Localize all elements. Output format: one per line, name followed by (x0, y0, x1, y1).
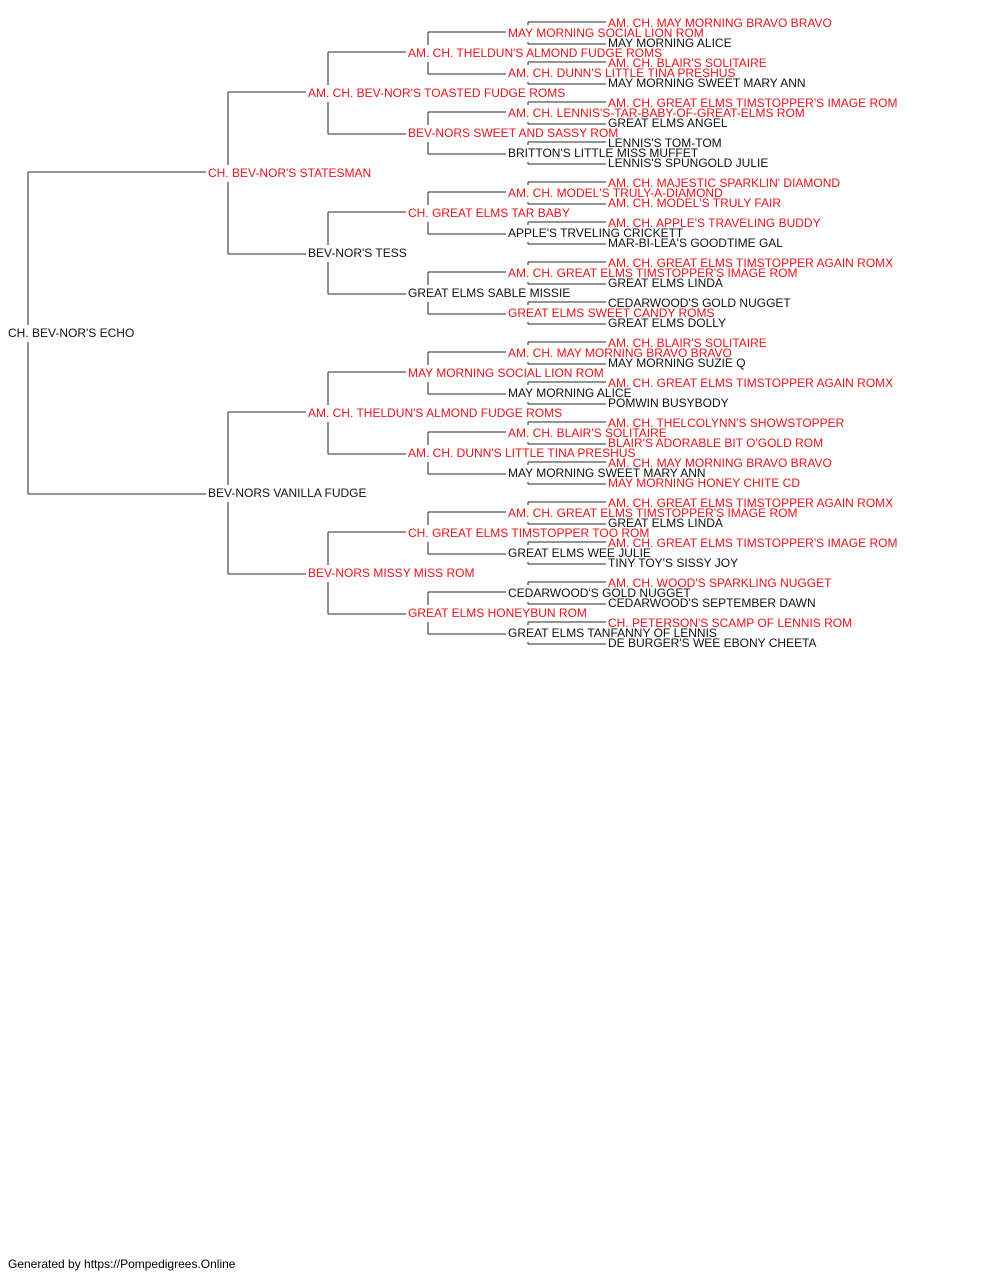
ancestor-name: BEV-NORS VANILLA FUDGE (208, 486, 367, 500)
ancestor-name: AM. CH. THELDUN'S ALMOND FUDGE ROMS (408, 46, 662, 60)
ancestor-name: AM. CH. MODEL'S TRULY-A-DIAMOND (508, 186, 723, 200)
ancestor-name: AM. CH. DUNN'S LITTLE TINA PRESHUS (408, 446, 635, 460)
ancestor-name: AM. CH. BLAIR'S SOLITAIRE (608, 56, 767, 70)
ancestor-name: AM. CH. GREAT ELMS TIMSTOPPER'S IMAGE RO… (508, 506, 797, 520)
ancestor-name: TINY TOY'S SISSY JOY (608, 556, 738, 570)
ancestor-name: AM. CH. GREAT ELMS TIMSTOPPER AGAIN ROMX (608, 256, 893, 270)
ancestor-name: AM. CH. MAJESTIC SPARKLIN' DIAMOND (608, 176, 840, 190)
ancestor-name: CH. GREAT ELMS TIMSTOPPER TOO ROM (408, 526, 649, 540)
ancestor-name: MAY MORNING ALICE (608, 36, 732, 50)
ancestor-name: AM. CH. BEV-NOR'S TOASTED FUDGE ROMS (308, 86, 565, 100)
ancestor-name: MAY MORNING HONEY CHITE CD (608, 476, 800, 490)
ancestor-name: AM. CH. BLAIR'S SOLITAIRE (608, 336, 767, 350)
ancestor-name: BLAIR'S ADORABLE BIT O'GOLD ROM (608, 436, 823, 450)
ancestor-name: MAY MORNING ALICE (508, 386, 632, 400)
ancestor-name: GREAT ELMS LINDA (608, 516, 723, 530)
ancestor-name: AM. CH. BLAIR'S SOLITAIRE (508, 426, 667, 440)
ancestor-name: GREAT ELMS HONEYBUN ROM (408, 606, 587, 620)
ancestor-name: AM. CH. DUNN'S LITTLE TINA PRESHUS (508, 66, 735, 80)
ancestor-name: GREAT ELMS DOLLY (608, 316, 726, 330)
ancestor-name: AM. CH. LENNIS'S-TAR-BABY-OF-GREAT-ELMS … (508, 106, 805, 120)
ancestor-name: CEDARWOOD'S GOLD NUGGET (508, 586, 691, 600)
ancestor-name: AM. CH. MODEL'S TRULY FAIR (608, 196, 781, 210)
ancestor-name: BRITTON'S LITTLE MISS MUFFET (508, 146, 699, 160)
ancestor-name: BEV-NOR'S TESS (308, 246, 407, 260)
ancestor-name: MAY MORNING SOCIAL LION ROM (508, 26, 704, 40)
ancestor-name: GREAT ELMS TANFANNY OF LENNIS (508, 626, 717, 640)
ancestor-name: POMWIN BUSYBODY (608, 396, 729, 410)
ancestor-name: AM. CH. GREAT ELMS TIMSTOPPER'S IMAGE RO… (508, 266, 797, 280)
ancestor-name: LENNIS'S TOM-TOM (608, 136, 722, 150)
ancestor-name: MAR-BI-LEA'S GOODTIME GAL (608, 236, 783, 250)
ancestor-name: AM. CH. WOOD'S SPARKLING NUGGET (608, 576, 832, 590)
ancestor-name: CH. BEV-NOR'S STATESMAN (208, 166, 371, 180)
subject-dog-name: CH. BEV-NOR'S ECHO (8, 326, 134, 340)
ancestor-name: AM. CH. GREAT ELMS TIMSTOPPER'S IMAGE RO… (608, 96, 897, 110)
ancestor-name: CEDARWOOD'S SEPTEMBER DAWN (608, 596, 816, 610)
ancestor-name: GREAT ELMS LINDA (608, 276, 723, 290)
ancestor-name: AM. CH. THELDUN'S ALMOND FUDGE ROMS (308, 406, 562, 420)
ancestor-name: MAY MORNING SOCIAL LION ROM (408, 366, 604, 380)
ancestor-name: MAY MORNING SUZIE Q (608, 356, 746, 370)
ancestor-name: GREAT ELMS SABLE MISSIE (408, 286, 570, 300)
ancestor-name: GREAT ELMS WEE JULIE (508, 546, 651, 560)
ancestor-name: GREAT ELMS SWEET CANDY ROMS (508, 306, 714, 320)
ancestor-name: APPLE'S TRVELING CRICKETT (508, 226, 684, 240)
footer-credit: Generated by https://Pompedigrees.Online (8, 1257, 236, 1271)
ancestor-name: MAY MORNING SWEET MARY ANN (608, 76, 806, 90)
ancestor-name: AM. CH. GREAT ELMS TIMSTOPPER'S IMAGE RO… (608, 536, 897, 550)
ancestor-name: AM. CH. GREAT ELMS TIMSTOPPER AGAIN ROMX (608, 496, 893, 510)
ancestor-name: AM. CH. MAY MORNING BRAVO BRAVO (608, 16, 832, 30)
ancestor-name: CH. PETERSON'S SCAMP OF LENNIS ROM (608, 616, 852, 630)
ancestor-name: CH. GREAT ELMS TAR BABY (408, 206, 570, 220)
ancestor-name: MAY MORNING SWEET MARY ANN (508, 466, 706, 480)
ancestor-name: CEDARWOOD'S GOLD NUGGET (608, 296, 791, 310)
ancestor-name: BEV-NORS SWEET AND SASSY ROM (408, 126, 618, 140)
ancestor-name: AM. CH. THELCOLYNN'S SHOWSTOPPER (608, 416, 845, 430)
ancestor-name: LENNIS'S SPUNGOLD JULIE (608, 156, 768, 170)
ancestor-name: AM. CH. MAY MORNING BRAVO BRAVO (508, 346, 732, 360)
ancestor-name: AM. CH. APPLE'S TRAVELING BUDDY (608, 216, 821, 230)
ancestor-name: GREAT ELMS ANGEL (608, 116, 728, 130)
ancestor-name: AM. CH. MAY MORNING BRAVO BRAVO (608, 456, 832, 470)
ancestor-name: AM. CH. GREAT ELMS TIMSTOPPER AGAIN ROMX (608, 376, 893, 390)
ancestor-name: DE BURGER'S WEE EBONY CHEETA (608, 636, 817, 650)
ancestor-name: BEV-NORS MISSY MISS ROM (308, 566, 474, 580)
